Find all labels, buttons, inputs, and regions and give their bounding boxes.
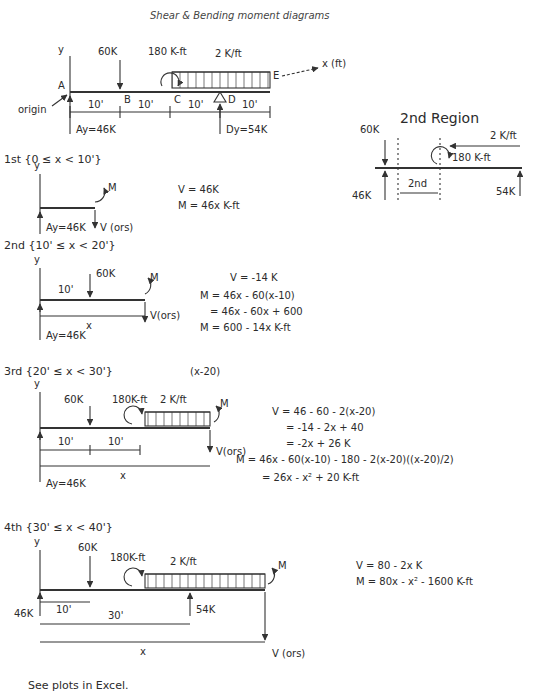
note-text: (x-20) xyxy=(190,366,220,378)
note-text: 10' xyxy=(242,99,257,111)
note-text: 54K xyxy=(196,604,215,616)
note-text: Ay=46K xyxy=(46,222,86,234)
note-text: V = 80 - 2x K xyxy=(356,560,422,572)
note-text: See plots in Excel. xyxy=(28,680,128,692)
note-text: 10' xyxy=(138,99,153,111)
note-text: V = -14 K xyxy=(230,272,278,284)
note-text: 60K xyxy=(96,268,115,280)
note-text: V = 46 - 60 - 2(x-20) xyxy=(272,406,375,418)
note-text: y xyxy=(34,536,40,548)
note-text: 180 K-ft xyxy=(452,152,491,164)
note-text: V (ors) xyxy=(100,222,133,234)
page-heading: Shear & Bending moment diagrams xyxy=(150,10,330,22)
note-text: M xyxy=(278,560,287,572)
note-text: 10' xyxy=(56,604,71,616)
note-text: x (ft) xyxy=(322,58,346,70)
note-text: 46K xyxy=(14,608,33,620)
note-text: = 26x - x² + 20 K-ft xyxy=(262,472,359,484)
note-text: 2 K/ft xyxy=(215,48,242,60)
note-text: Ay=46K xyxy=(76,124,116,136)
note-text: y xyxy=(34,254,40,266)
section-four xyxy=(40,550,275,642)
note-text: 60K xyxy=(360,124,379,136)
note-text: 2 K/ft xyxy=(170,556,197,568)
note-text: x xyxy=(120,470,126,482)
note-text: M xyxy=(108,182,117,194)
note-text: V(ors) xyxy=(150,310,180,322)
section-two xyxy=(40,268,151,340)
note-text: 2nd {10' ≤ x < 20'} xyxy=(4,240,115,252)
note-text: 180K-ft xyxy=(112,394,147,406)
note-text: = -14 - 2x + 40 xyxy=(286,422,364,434)
note-text: 46K xyxy=(352,190,371,202)
note-text: 180K-ft xyxy=(110,552,145,564)
note-text: D xyxy=(228,94,236,106)
note-text: x xyxy=(140,646,146,658)
note-text: 2nd xyxy=(408,178,427,190)
note-text: origin xyxy=(18,104,46,116)
note-text: 1st {0 ≤ x < 10'} xyxy=(4,154,102,166)
note-text: C xyxy=(174,94,181,106)
note-text: y xyxy=(34,160,40,172)
note-text: M = 46x K-ft xyxy=(178,200,240,212)
note-text: 3rd {20' ≤ x < 30'} xyxy=(4,366,113,378)
note-text: 60K xyxy=(98,46,117,58)
note-text: = 46x - 60x + 600 xyxy=(210,306,303,318)
note-text: 30' xyxy=(108,610,123,622)
note-text: x xyxy=(86,320,92,332)
section-three xyxy=(40,392,219,482)
note-text: M xyxy=(150,272,159,284)
note-text: 180 K-ft xyxy=(148,46,187,58)
note-text: 10' xyxy=(188,99,203,111)
note-text: M xyxy=(220,398,229,410)
note-text: 4th {30' ≤ x < 40'} xyxy=(4,522,113,534)
section-one xyxy=(40,174,105,234)
note-text: M = 46x - 60(x-10) xyxy=(200,290,295,302)
region-sketch xyxy=(375,138,522,200)
note-text: 2nd Region xyxy=(400,112,479,124)
note-text: Ay=46K xyxy=(46,478,86,490)
note-text: Dy=54K xyxy=(226,124,267,136)
note-text: 10' xyxy=(58,284,73,296)
note-text: M = 46x - 60(x-10) - 180 - 2(x-20)((x-20… xyxy=(236,454,454,466)
note-text: B xyxy=(124,94,131,106)
note-text: 60K xyxy=(78,542,97,554)
note-text: V (ors) xyxy=(272,648,305,660)
note-text: A xyxy=(58,80,65,92)
note-text: y xyxy=(58,44,64,56)
note-text: 2 K/ft xyxy=(160,394,187,406)
note-text: E xyxy=(273,70,279,82)
note-text: = -2x + 26 K xyxy=(286,438,351,450)
note-text: 54K xyxy=(496,186,515,198)
note-text: 10' xyxy=(108,436,123,448)
note-text: 2 K/ft xyxy=(490,130,517,142)
main-beam xyxy=(52,56,318,134)
note-text: 60K xyxy=(64,394,83,406)
note-text: Ay=46K xyxy=(46,330,86,342)
note-text: M = 80x - x² - 1600 K-ft xyxy=(356,576,473,588)
note-text: M = 600 - 14x K-ft xyxy=(200,322,291,334)
note-text: 10' xyxy=(88,99,103,111)
note-text: V = 46K xyxy=(178,184,219,196)
note-text: y xyxy=(34,378,40,390)
note-text: 10' xyxy=(58,436,73,448)
